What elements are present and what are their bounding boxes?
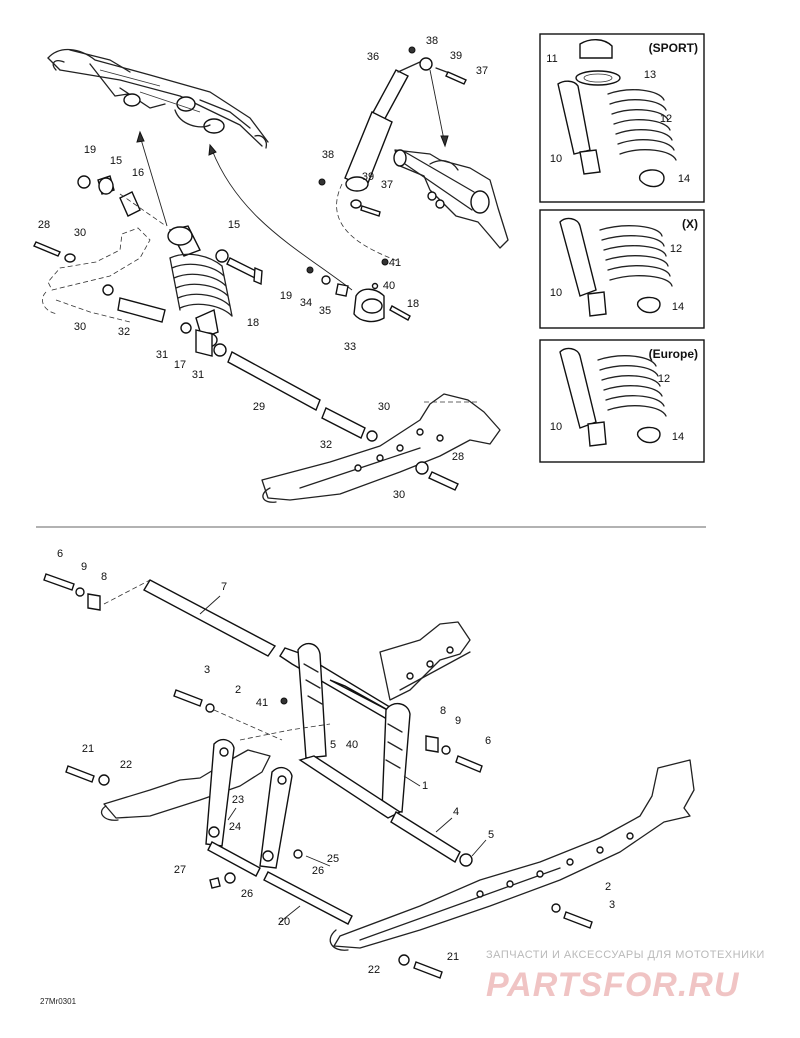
callout-number: 4 xyxy=(453,806,459,818)
callout-number: 40 xyxy=(383,280,395,292)
callout-number: 2 xyxy=(605,881,611,893)
variant-callout-number: 14 xyxy=(678,173,690,185)
callout-number: 22 xyxy=(368,964,380,976)
callout-number: 32 xyxy=(118,326,130,338)
callout-number: 9 xyxy=(455,715,461,727)
callout-number: 37 xyxy=(476,65,488,77)
callout-number: 28 xyxy=(38,219,50,231)
variant-callout-number: 10 xyxy=(550,153,562,165)
variant-title: (SPORT) xyxy=(649,41,698,55)
rear-rail-drawing xyxy=(329,621,695,951)
callout-number: 36 xyxy=(367,51,379,63)
callout-number: 38 xyxy=(426,35,438,47)
callout-number: 15 xyxy=(110,155,122,167)
variant-callout-number: 10 xyxy=(550,287,562,299)
main-shock-spring xyxy=(167,225,233,348)
callout-number: 20 xyxy=(278,916,290,928)
variant-callout-number: 14 xyxy=(672,431,684,443)
callout-number: 8 xyxy=(440,705,446,717)
callout-number: 17 xyxy=(174,359,186,371)
callout-number: 8 xyxy=(101,571,107,583)
callout-number: 5 xyxy=(330,739,336,751)
callout-number: 34 xyxy=(300,297,312,309)
callout-number: 32 xyxy=(320,439,332,451)
upper-frame-drawing xyxy=(47,48,269,149)
callout-number: 39 xyxy=(450,50,462,62)
callout-number: 28 xyxy=(452,451,464,463)
lower-rail-drawing xyxy=(261,393,501,503)
callout-number: 19 xyxy=(280,290,292,302)
callout-number: 18 xyxy=(247,317,259,329)
watermark-brand: PARTSFOR.RU xyxy=(486,966,740,1004)
callout-number: 39 xyxy=(362,171,374,183)
callout-number: 25 xyxy=(327,853,339,865)
callout-number: 19 xyxy=(84,144,96,156)
bracket-33 xyxy=(306,258,411,323)
left-rail-drawing xyxy=(42,227,151,323)
bottom-assembly xyxy=(43,573,695,979)
callout-number: 30 xyxy=(74,321,86,333)
callout-number: 27 xyxy=(174,864,186,876)
callout-number: 7 xyxy=(221,581,227,593)
callout-number: 31 xyxy=(156,349,168,361)
callout-number: 26 xyxy=(312,865,324,877)
callout-number: 37 xyxy=(381,179,393,191)
callouts-top: 38 36 39 37 19 15 16 38 39 37 28 30 15 41 40 19 34 35 18 18… xyxy=(38,35,488,501)
variant-callout-number: 10 xyxy=(550,421,562,433)
callout-number: 18 xyxy=(407,298,419,310)
variant-callout-number: 12 xyxy=(670,243,682,255)
variant-callout-number: 13 xyxy=(644,69,656,81)
callout-number: 5 xyxy=(488,829,494,841)
callout-number: 30 xyxy=(378,401,390,413)
callout-number: 22 xyxy=(120,759,132,771)
callout-number: 9 xyxy=(81,561,87,573)
callout-number: 3 xyxy=(609,899,615,911)
variant-callout-number: 12 xyxy=(660,113,672,125)
variant-box-x xyxy=(539,209,705,329)
callout-number: 2 xyxy=(235,684,241,696)
figure-code: 27Mr0301 xyxy=(40,997,77,1006)
callout-number: 31 xyxy=(192,369,204,381)
variant-title: (Europe) xyxy=(649,347,698,361)
callout-number: 35 xyxy=(319,305,331,317)
callout-number: 23 xyxy=(232,794,244,806)
callout-number: 29 xyxy=(253,401,265,413)
callout-number: 26 xyxy=(241,888,253,900)
callout-number: 6 xyxy=(485,735,491,747)
callout-number: 38 xyxy=(322,149,334,161)
callout-number: 1 xyxy=(422,780,428,792)
callout-number: 6 xyxy=(57,548,63,560)
variant-callout-number: 12 xyxy=(658,373,670,385)
variant-box-europe xyxy=(539,339,705,463)
callout-number: 41 xyxy=(389,257,401,269)
variant-callout-number: 11 xyxy=(546,53,557,65)
callout-number: 3 xyxy=(204,664,210,676)
frame-bracket-drawing xyxy=(393,149,509,249)
callout-number: 16 xyxy=(132,167,144,179)
variant-callout-number: 14 xyxy=(672,301,684,313)
callout-number: 41 xyxy=(256,697,268,709)
callout-number: 21 xyxy=(447,951,459,963)
callout-number: 30 xyxy=(393,489,405,501)
left-lower-rail xyxy=(101,723,331,821)
callout-number: 24 xyxy=(229,821,241,833)
callout-number: 21 xyxy=(82,743,94,755)
top-assembly xyxy=(33,46,509,503)
callout-number: 15 xyxy=(228,219,240,231)
variant-box-sport xyxy=(539,33,705,203)
callout-number: 33 xyxy=(344,341,356,353)
shock-absorber-36 xyxy=(344,46,467,192)
watermark-tagline: ЗАПЧАСТИ И АКСЕССУАРЫ ДЛЯ МОТОТЕХНИКИ xyxy=(486,949,765,961)
callout-number: 40 xyxy=(346,739,358,751)
callout-number: 30 xyxy=(74,227,86,239)
variant-title: (X) xyxy=(682,217,698,231)
